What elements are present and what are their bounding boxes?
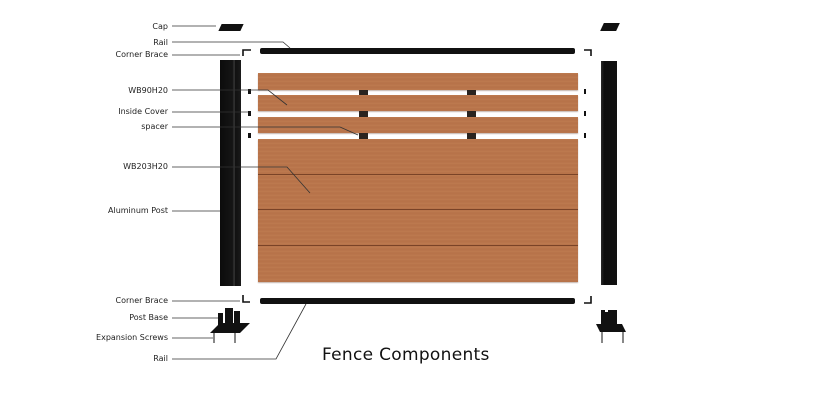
inside-cover-clip: [584, 111, 586, 116]
label-corner-brace-top: Corner Brace: [115, 50, 168, 59]
inside-cover-clip: [248, 133, 251, 138]
spacer-block: [359, 90, 368, 95]
spacer-block: [359, 111, 368, 117]
spacer-block: [359, 133, 368, 139]
inside-cover-clip: [584, 89, 586, 94]
label-wb90h20: WB90H20: [128, 86, 168, 95]
left-post-base: [210, 308, 250, 333]
inside-cover-clip: [584, 133, 586, 138]
left-aluminum-post: [220, 60, 241, 286]
right-aluminum-post: [601, 61, 617, 285]
panel-groove: [258, 245, 578, 246]
corner-brace-bottom-left: [242, 295, 250, 303]
spacer-block: [467, 111, 476, 117]
right-expansion-screws: [601, 332, 624, 343]
wb90h20-board-1: [258, 73, 578, 90]
label-corner-brace-bottom: Corner Brace: [115, 296, 168, 305]
wb90h20-board-3: [258, 117, 578, 133]
panel-groove: [258, 209, 578, 210]
inside-cover-clip: [248, 111, 251, 116]
label-wb203h20: WB203H20: [123, 162, 168, 171]
corner-brace-bottom-right: [584, 296, 592, 304]
spacer-block: [467, 133, 476, 139]
label-inside-cover: Inside Cover: [118, 107, 168, 116]
label-rail-bottom: Rail: [153, 354, 168, 363]
label-spacer: spacer: [141, 122, 168, 131]
wb90h20-board-2: [258, 95, 578, 111]
right-post-base: [596, 310, 626, 332]
label-expansion-screws: Expansion Screws: [96, 333, 168, 342]
bottom-rail: [260, 298, 575, 304]
left-expansion-screws: [213, 333, 236, 343]
top-rail: [260, 48, 575, 54]
panel-groove: [258, 174, 578, 175]
label-rail-top: Rail: [153, 38, 168, 47]
wb203h20-panel: [258, 139, 578, 282]
corner-brace-top-right: [584, 49, 592, 56]
label-cap: Cap: [152, 22, 168, 31]
label-post-base: Post Base: [129, 313, 168, 322]
inside-cover-clip: [248, 89, 251, 94]
spacer-block: [467, 90, 476, 95]
diagram-title: Fence Components: [322, 345, 490, 365]
label-aluminum-post: Aluminum Post: [108, 206, 168, 215]
corner-brace-top-left: [242, 49, 251, 56]
